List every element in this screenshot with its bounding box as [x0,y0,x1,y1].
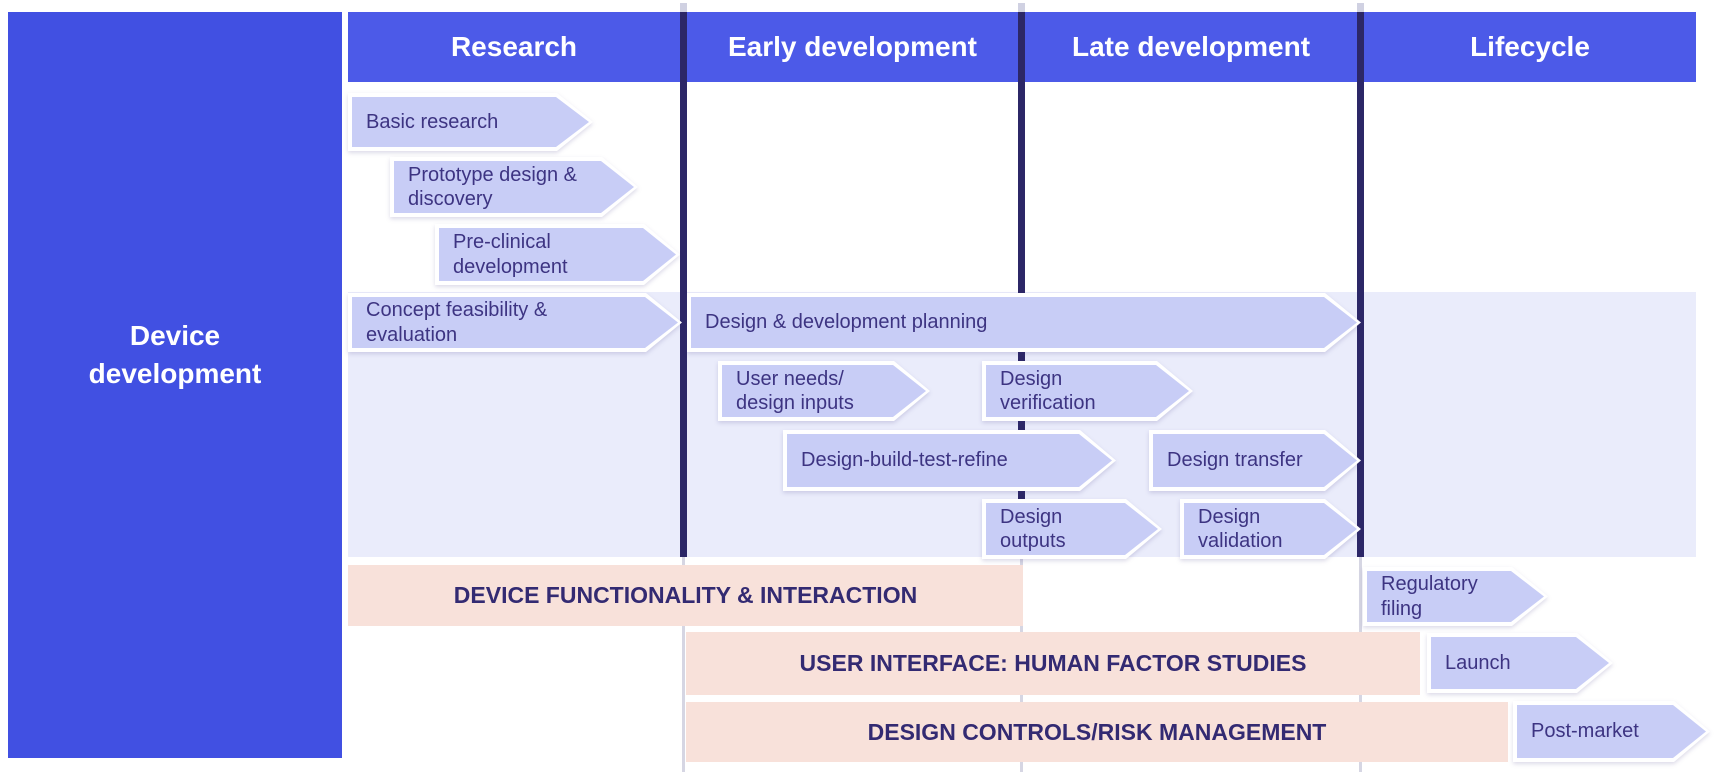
header-early-development-label: Early development [728,31,977,62]
band-device-functionality-label: DEVICE FUNCTIONALITY & INTERACTION [453,582,918,608]
band-design-controls-risk: DESIGN CONTROLS/RISK MANAGEMENT [686,702,1508,762]
stage-arrow-design-build-test-refine: Design-build-test-refine [783,430,1116,491]
stage-label: User needs/ design inputs [736,367,854,414]
arrow-body: Design & development planning [691,297,1357,348]
stage-arrow-design-verification: Design verification [982,361,1193,421]
stage-arrow-preclinical-development: Pre-clinical development [435,224,680,285]
header-research-label: Research [450,31,578,62]
arrow-body: Prototype design & discovery [394,161,634,213]
stage-arrow-prototype-design-discovery: Prototype design & discovery [390,157,638,217]
divider-tip-2 [1018,3,1025,12]
stage-label: Concept feasibility & evaluation [366,299,548,346]
arrow-body: Basic research [352,97,589,147]
stage-arrow-post-market: Post-market [1513,701,1710,762]
stage-label: Post-market [1531,720,1639,743]
arrow-body: Concept feasibility & evaluation [352,297,678,348]
stage-label: Design verification [1000,367,1096,414]
stage-label: Regulatory filing [1381,573,1478,620]
stage-label: Design validation [1198,505,1283,552]
stage-label: Launch [1445,651,1511,674]
arrow-body: Pre-clinical development [439,228,676,281]
band-design-controls-label: DESIGN CONTROLS/RISK MANAGEMENT [867,718,1327,745]
arrow-body: User needs/ design inputs [722,365,926,417]
stage-arrow-user-needs-design-inputs: User needs/ design inputs [718,361,930,421]
stage-arrow-design-transfer: Design transfer [1149,430,1361,491]
arrow-body: Regulatory filing [1367,571,1544,622]
stage-label: Prototype design & discovery [408,163,577,210]
stage-label: Design transfer [1167,449,1303,472]
band-user-interface-human-factor: USER INTERFACE: HUMAN FACTOR STUDIES [686,632,1420,695]
sidebar-title: Device development [88,320,262,389]
column-divider-2 [1018,12,1025,557]
stage-label: Design outputs [1000,505,1066,552]
arrow-body: Design verification [986,365,1189,417]
stage-arrow-launch: Launch [1427,633,1613,693]
stage-label: Design-build-test-refine [801,449,1008,472]
stage-arrow-regulatory-filing: Regulatory filing [1363,567,1548,626]
header-lifecycle: Lifecycle [1364,12,1696,82]
header-early-development: Early development [687,12,1018,82]
arrow-body: Launch [1431,637,1609,689]
arrow-body: Post-market [1517,705,1706,758]
arrow-body: Design-build-test-refine [787,434,1112,487]
stage-label: Pre-clinical development [453,231,568,278]
header-late-development-label: Late development [1071,31,1311,62]
header-lifecycle-label: Lifecycle [1470,31,1590,62]
stage-arrow-design-development-planning: Design & development planning [687,293,1361,352]
column-divider-3 [1357,12,1364,557]
stage-arrow-design-outputs: Design outputs [982,499,1162,559]
divider-tip-3 [1357,3,1364,12]
stage-arrow-design-validation: Design validation [1180,499,1361,559]
arrow-body: Design validation [1184,503,1357,555]
stage-arrow-basic-research: Basic research [348,93,593,151]
header-research: Research [348,12,680,82]
header-late-development: Late development [1025,12,1357,82]
divider-tip-1 [680,3,687,12]
stage-label: Basic research [366,110,499,133]
band-device-functionality-interaction: DEVICE FUNCTIONALITY & INTERACTION [348,565,1023,626]
sidebar-device-development: Device development [8,12,342,758]
column-separator-faint-1 [682,557,685,772]
arrow-body: Design transfer [1153,434,1357,487]
stage-arrow-concept-feasibility-evaluation: Concept feasibility & evaluation [348,293,682,352]
band-user-interface-label: USER INTERFACE: HUMAN FACTOR STUDIES [799,650,1307,676]
arrow-body: Design outputs [986,503,1158,555]
stage-label: Design & development planning [705,311,988,334]
column-divider-1 [680,12,687,557]
